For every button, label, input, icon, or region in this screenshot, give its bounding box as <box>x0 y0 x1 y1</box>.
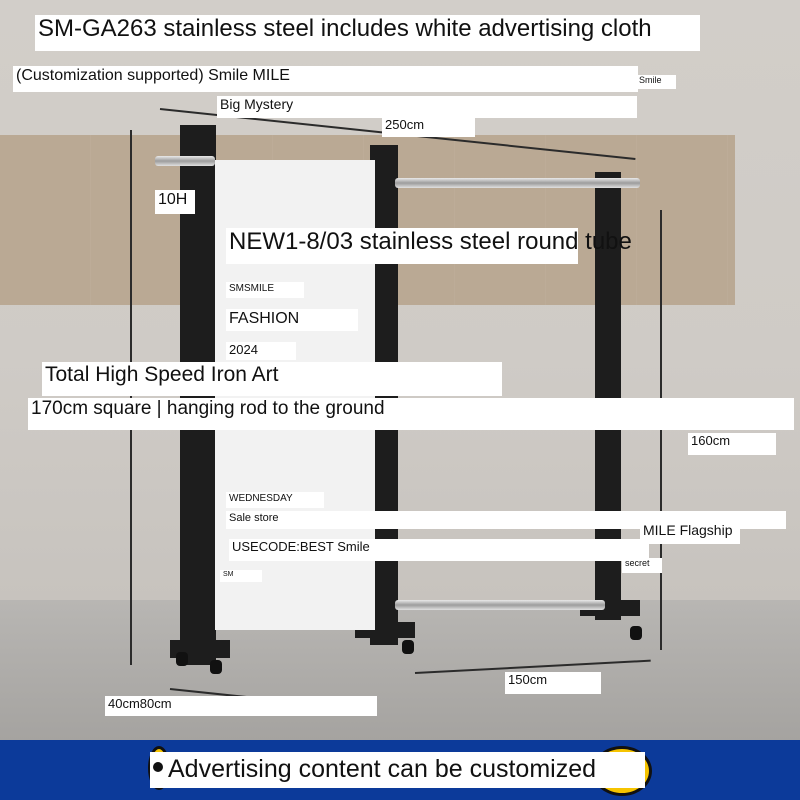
caster-wheel <box>210 660 222 674</box>
product-title: SM-GA263 stainless steel includes white … <box>35 15 700 51</box>
bullet-icon <box>153 762 163 772</box>
iron-art-feature: Total High Speed Iron Art <box>42 362 502 396</box>
caster-wheel <box>176 652 188 666</box>
depth-label: 40cm80cm <box>105 696 377 716</box>
caster-wheel <box>630 626 642 640</box>
poster-brand: SMSMILE <box>226 282 304 298</box>
poster-day: WEDNESDAY <box>226 492 324 508</box>
caster-wheel <box>402 640 414 654</box>
top-left-rod <box>155 156 215 166</box>
store-label: MILE Flagship <box>640 522 740 544</box>
tube-spacing-label: 10H <box>155 190 195 214</box>
tube-feature-label: NEW1-8/03 stainless steel round tube <box>226 228 632 264</box>
height-dimension-line <box>130 130 132 665</box>
poster-year: 2024 <box>226 342 296 360</box>
poster-headline: FASHION <box>226 309 358 331</box>
width-label: 250cm <box>382 117 475 137</box>
top-hanging-rod <box>395 178 640 188</box>
brand-small-label: Smile <box>636 75 676 89</box>
side-height-label: 160cm <box>688 433 776 455</box>
secret-label: secret <box>622 558 662 573</box>
side-height-dimension-line <box>660 210 662 650</box>
floor <box>0 600 800 740</box>
hanging-rod-feature: 170cm square | hanging rod to the ground <box>28 398 794 430</box>
bottom-hanging-rod <box>395 600 605 610</box>
footer-text: Advertising content can be customized <box>150 752 645 788</box>
poster-tag: SM <box>220 570 262 582</box>
customization-subtitle: (Customization supported) Smile MILE <box>13 66 638 92</box>
poster-code: USECODE:BEST Smile <box>229 539 649 561</box>
bottom-width-label: 150cm <box>505 672 601 694</box>
series-name: Big Mystery <box>217 96 637 118</box>
